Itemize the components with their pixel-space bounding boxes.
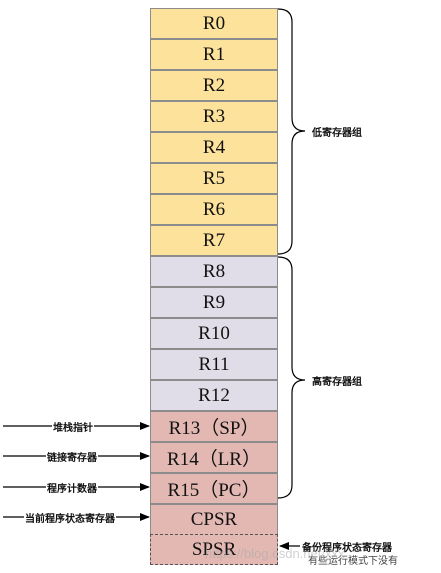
spsr-note-line2: 有些运行模式下没有 [308,556,398,567]
register-r7: R7 [150,225,278,256]
lr-label: 链接寄存器 [46,449,98,464]
high-group-label: 高寄存器组 [312,377,362,388]
sp-label: 堆栈指针 [52,419,94,434]
register-cpsr: CPSR [150,504,278,535]
register-r14-lr: R14（LR） [150,442,278,473]
register-r1: R1 [150,39,278,70]
register-r15-pc: R15（PC） [150,473,278,504]
register-r2: R2 [150,70,278,101]
register-r12: R12 [150,380,278,411]
cpsr-label: 当前程序状态寄存器 [24,510,116,525]
high-group-brace [277,256,306,499]
register-r3: R3 [150,101,278,132]
register-r11: R11 [150,349,278,380]
register-r4: R4 [150,132,278,163]
register-r5: R5 [150,163,278,194]
register-r9: R9 [150,287,278,318]
pc-label: 程序计数器 [46,480,98,495]
low-group-label: 低寄存器组 [312,128,362,139]
low-group-brace [277,8,306,255]
register-spsr: SPSR [150,534,278,565]
register-r8: R8 [150,256,278,287]
register-r6: R6 [150,194,278,225]
register-r13-sp: R13（SP） [150,411,278,442]
register-r10: R10 [150,318,278,349]
watermark: https://blog.csdn.net/xxx [205,546,345,561]
register-r0: R0 [150,8,278,39]
spsr-note-line1: 备份程序状态寄存器 [302,543,392,554]
